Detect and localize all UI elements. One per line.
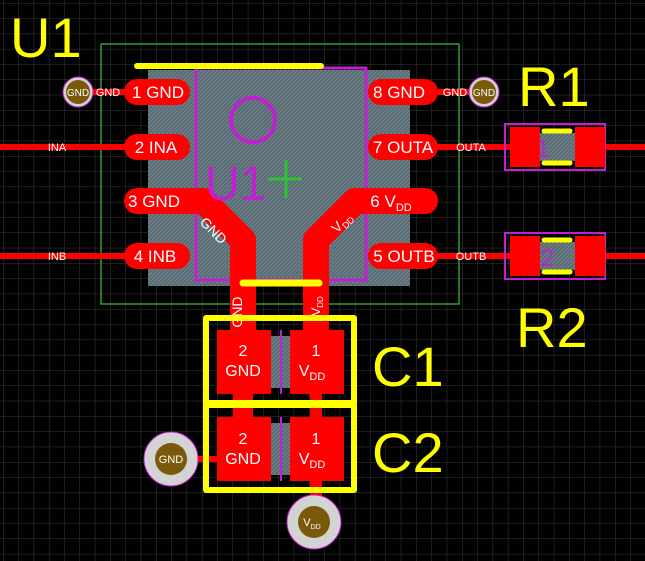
pad-6	[368, 188, 438, 214]
c2-pad-right-net: VDD	[299, 451, 326, 471]
c1-pad-left-num: 2	[239, 343, 248, 360]
resistor-r2[interactable]: 2	[504, 232, 606, 280]
designator-c1: C1	[372, 335, 444, 398]
via-label: GND	[159, 454, 184, 466]
designator-r1: R1	[518, 55, 590, 118]
pad-1	[124, 79, 190, 105]
pin1-marker-icon	[229, 96, 277, 144]
pad-3	[124, 188, 190, 214]
pad-label-6: 6 VDD	[370, 192, 411, 214]
designator-u1-body: U1	[205, 158, 266, 211]
trace-label-vdd-vert: VDD	[309, 296, 325, 316]
pad-label-1: 1 GND	[132, 83, 184, 102]
net-label-ina: INA	[48, 142, 67, 154]
pad-4	[124, 243, 190, 269]
net-label-gnd-right: GND	[443, 87, 468, 99]
via-bottom-gnd[interactable]: GND	[143, 431, 199, 487]
via-bottom-vdd[interactable]: VDD	[286, 494, 342, 550]
pad-label-4: 4 INB	[134, 247, 177, 266]
capacitor-c2[interactable]: 2 GND 1 VDD	[203, 402, 357, 493]
net-label-inb: INB	[48, 251, 66, 263]
c2-pad-left-num: 2	[239, 431, 248, 448]
c1-pad-right-num: 1	[312, 343, 321, 360]
c2-pad-right-num: 1	[312, 431, 321, 448]
pad-label-2: 2 INA	[135, 138, 178, 157]
via-top-left[interactable]: GND	[62, 76, 94, 108]
via-top-right[interactable]: GND	[468, 76, 500, 108]
capacitor-c1[interactable]: 2 GND 1 VDD	[203, 315, 357, 406]
pad-7	[368, 134, 438, 160]
pad-8	[368, 79, 438, 105]
net-label-gnd-left: GND	[96, 87, 121, 99]
designator-r2: R2	[516, 296, 588, 359]
u1-pads-right[interactable]	[368, 79, 438, 269]
r2-pad-number: 2	[540, 245, 553, 272]
pad-label-5: 5 OUTB	[373, 247, 434, 266]
pad-label-7: 7 OUTA	[373, 138, 434, 157]
u1-courtyard	[100, 43, 460, 305]
pad-label-8: 8 GND	[373, 83, 425, 102]
net-label-outa: OUTA	[456, 142, 486, 154]
component-origin-icon	[268, 160, 302, 198]
trace-gnd-diag	[178, 188, 256, 370]
pad-2	[124, 134, 190, 160]
net-label-outb: OUTB	[456, 251, 487, 263]
u1-pads-left[interactable]	[124, 79, 190, 269]
pad-label-3: 3 GND	[128, 192, 180, 211]
resistor-r1[interactable]: 1	[504, 123, 606, 171]
c1-pad-right-net: VDD	[299, 363, 326, 383]
via-label: VDD	[303, 517, 320, 531]
via-label: GND	[473, 88, 495, 99]
designator-u1: U1	[10, 6, 82, 69]
trace-label-gnd-vert: GND	[229, 296, 245, 327]
c2-pad-left-net: GND	[225, 451, 261, 468]
designator-c2: C2	[372, 421, 444, 484]
r1-pad-number: 1	[536, 136, 549, 163]
via-label: GND	[67, 88, 89, 99]
pad-5	[368, 243, 438, 269]
c1-pad-left-net: GND	[225, 363, 261, 380]
